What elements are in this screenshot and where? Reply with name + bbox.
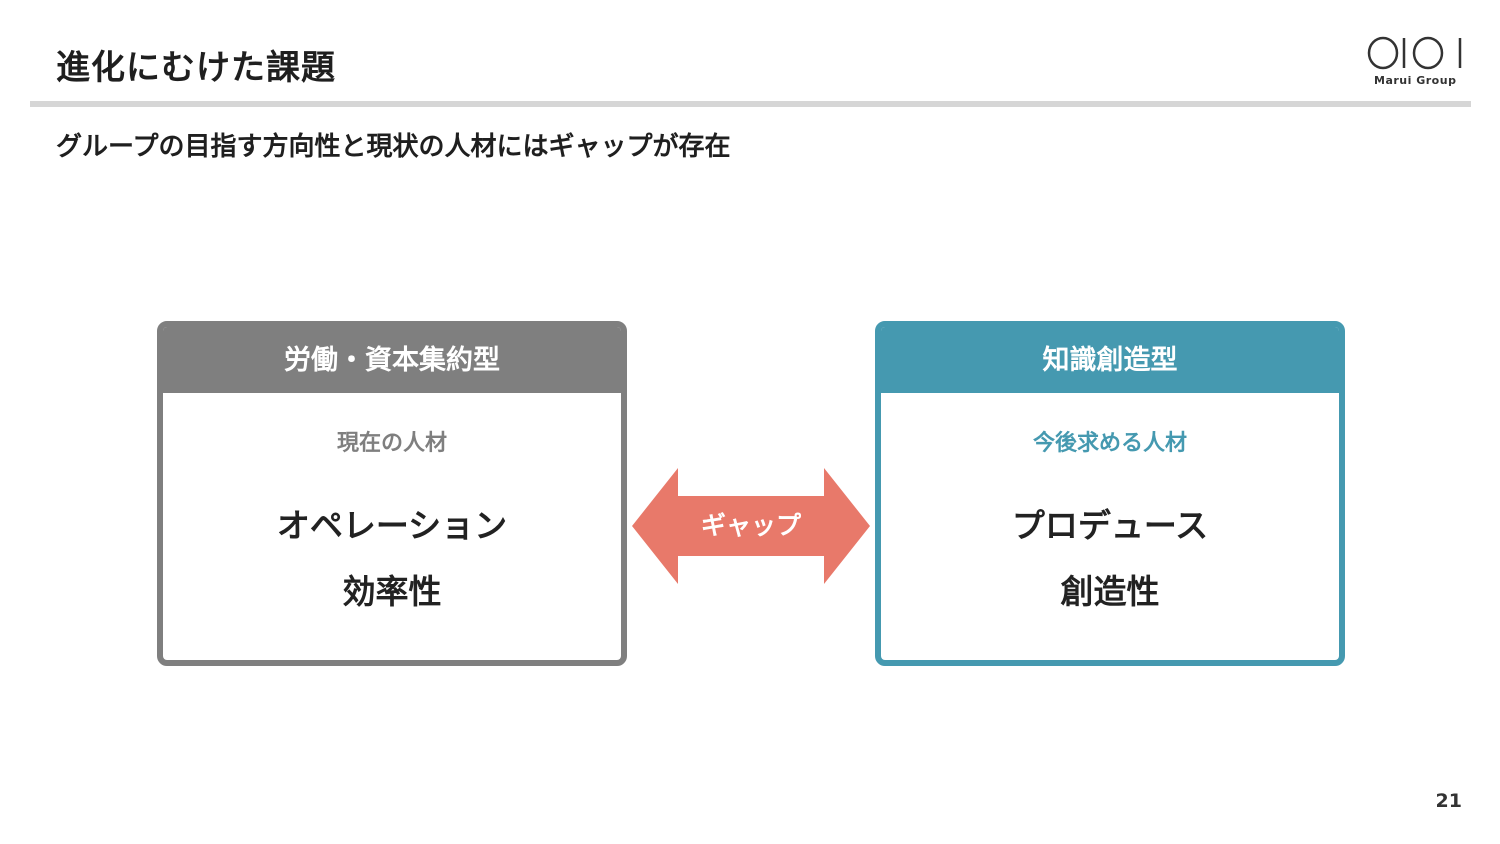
oioi-logo-mark-icon [1367, 36, 1462, 70]
logo-brand-text: Marui Group [1374, 74, 1457, 87]
double-arrow-icon [632, 468, 870, 584]
future-talent-skill: プロデュース [1011, 506, 1209, 545]
gap-label: ギャップ [700, 511, 801, 540]
current-talent-role: 現在の人材 [336, 431, 447, 456]
current-talent-value: 効率性 [342, 572, 442, 611]
page-number: 21 [1435, 790, 1462, 812]
page-title: 進化にむけた課題 [56, 48, 336, 88]
marui-group-logo: Marui Group [1366, 36, 1466, 92]
slide-subtitle: グループの目指す方向性と現状の人材にはギャップが存在 [56, 132, 731, 162]
current-talent-heading: 労働・資本集約型 [163, 327, 621, 393]
future-talent-heading: 知識創造型 [881, 327, 1339, 393]
future-talent-box: 知識創造型 今後求める人材 プロデュース 創造性 [875, 321, 1345, 666]
title-divider [30, 101, 1471, 107]
current-talent-box: 労働・資本集約型 現在の人材 オペレーション 効率性 [157, 321, 627, 666]
future-talent-role: 今後求める人材 [1032, 431, 1187, 456]
future-talent-value: 創造性 [1060, 572, 1160, 611]
current-talent-skill: オペレーション [276, 506, 508, 545]
gap-arrow: ギャップ [632, 466, 870, 586]
